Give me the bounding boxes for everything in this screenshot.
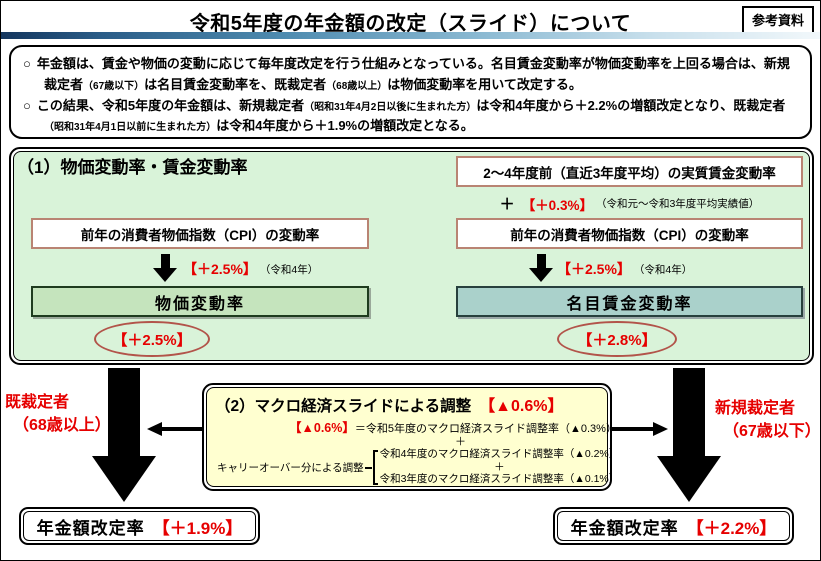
section2-formula-rate: 【▲0.6%】 [289, 421, 355, 435]
bullet1-small1: （67歳以下） [83, 80, 145, 92]
reference-material-badge: 参考資料 [741, 6, 814, 34]
down-arrow-icon [529, 254, 553, 282]
result-right-rate: 【＋2.2%】 [686, 518, 777, 538]
bullet1-small2: （68歳以上） [326, 80, 388, 92]
down-arrow-icon [153, 254, 177, 282]
real-wage-rate: 【＋0.3%】 [521, 197, 593, 213]
carry-plus: ＋ [494, 460, 505, 473]
section2-carryover-row: キャリーオーバー分による調整 令和4年度のマクロ経済スライド調整率（▲0.2%）… [217, 448, 619, 487]
cpi-rate-left-note: （令和4年） [259, 263, 319, 276]
real-wage-note: （令和元～令和3年度平均実績値） [595, 198, 760, 210]
pension-revision-right-box: 年金額改定率 【＋2.2%】 [553, 507, 794, 545]
section2-content: （2）マクロ経済スライドによる調整【▲0.6%】 【▲0.6%】＝令和5年度のマ… [206, 387, 619, 487]
right-arrow-shaft [612, 427, 654, 431]
result-right-label: 年金額改定率 [570, 518, 679, 538]
nominal-wage-rate-box: 名目賃金変動率 [456, 286, 803, 317]
arrow-shaft [536, 254, 546, 268]
existing-pensioner-line2: （68歳以上） [13, 417, 111, 435]
big-down-arrow-right [673, 368, 705, 457]
carry-line1: 令和4年度のマクロ経済スライド調整率（▲0.2%） [379, 448, 620, 461]
section2-title-row: （2）マクロ経済スライドによる調整【▲0.6%】 [215, 392, 601, 416]
section2-plus: ＋ [455, 436, 466, 448]
real-wage-rate-line: ＋ 【＋0.3%】 （令和元～令和3年度平均実績値） [456, 193, 803, 214]
bullet2-small1: （昭和31年4月2日以後に生まれた方） [304, 101, 477, 113]
right-arrow-head [653, 422, 668, 436]
cpi-rate-left: 【＋2.5%】 [183, 261, 257, 277]
cpi-box-left: 前年の消費者物価指数（CPI）の変動率 [31, 218, 369, 249]
price-change-rate-box: 物価変動率 [31, 286, 369, 317]
new-pensioner-line1: 新規裁定者 [715, 400, 796, 417]
bullet2-mid: は令和4年度から＋2.2%の増額改定となり、既裁定者 [476, 97, 786, 113]
big-down-arrow-right-head [657, 456, 721, 502]
arrow-shaft [160, 254, 170, 268]
cpi-rate-left-line: 【＋2.5%】 （令和4年） [183, 259, 318, 279]
pension-revision-right-content: 年金額改定率 【＋2.2%】 [557, 511, 790, 541]
summary-box: ○ 年金額は、賃金や物価の変動に応じて毎年度改定を行う仕組みとなっている。名目賃金… [9, 45, 812, 139]
section1-title: （1）物価変動率・賃金変動率 [17, 158, 248, 177]
cpi-rate-right-line: 【＋2.5%】 （令和4年） [557, 259, 692, 279]
section2-formula-rest: ＝令和5年度のマクロ経済スライド調整率（▲0.3%） [354, 423, 617, 435]
page-title: 令和5年度の年金額の改定（スライド）について [189, 13, 632, 35]
existing-pensioner-label: 既裁定者 （68歳以上） [5, 391, 111, 437]
pension-revision-left-box: 年金額改定率 【＋1.9%】 [19, 507, 260, 545]
bullet2-post: は令和4年度から＋1.9%の増額改定となる。 [216, 118, 474, 134]
result-left-rate: 【＋1.9%】 [152, 518, 243, 538]
carry-line2: 令和3年度のマクロ経済スライド調整率（▲0.1%） [379, 473, 620, 486]
section2-title-rate: 【▲0.6%】 [479, 398, 564, 415]
cpi-box-right: 前年の消費者物価指数（CPI）の変動率 [456, 218, 803, 249]
arrow-head [153, 268, 177, 282]
bracket-icon [372, 450, 378, 485]
bullet2-text: この結果、令和5年度の年金額は、新規裁定者 [36, 97, 305, 113]
carryover-label: キャリーオーバー分による調整 [217, 462, 364, 474]
bullet1-post: は物価変動率を用いて改定する。 [387, 76, 582, 92]
carryover-lines: 令和4年度のマクロ経済スライド調整率（▲0.2%） ＋ 令和3年度のマクロ経済ス… [380, 448, 620, 487]
left-arrow-shaft [160, 427, 202, 431]
price-result-oval: 【＋2.5%】 [94, 321, 210, 357]
section2-title: （2）マクロ経済スライドによる調整 [215, 398, 472, 415]
section2-frame: （2）マクロ経済スライドによる調整【▲0.6%】 【▲0.6%】＝令和5年度のマ… [202, 383, 619, 491]
big-down-arrow-left [108, 368, 140, 457]
left-arrow-head [147, 422, 162, 436]
arrow-head [529, 268, 553, 282]
big-down-arrow-left-head [92, 456, 156, 502]
wage-result-oval: 【＋2.8%】 [557, 321, 677, 357]
bullet1-text: 年金額は、賃金や物価の変動に応じて毎年度改定を行う仕組みとなっている。名目賃金変… [36, 56, 790, 92]
pension-revision-left-content: 年金額改定率 【＋1.9%】 [23, 511, 256, 541]
bullet-marker: ○ [23, 56, 31, 71]
summary-bullet-1: ○ 年金額は、賃金や物価の変動に応じて毎年度改定を行う仕組みとなっている。名目賃金… [23, 54, 800, 96]
real-wage-box: 2～4年度前（直近3年度平均）の実質賃金変動率 [456, 156, 803, 187]
summary-bullet-2: ○ この結果、令和5年度の年金額は、新規裁定者（昭和31年4月2日以後に生まれた方… [23, 96, 800, 138]
section2-formula: 【▲0.6%】＝令和5年度のマクロ経済スライド調整率（▲0.3%） [289, 417, 617, 436]
carryover-connector [364, 466, 372, 469]
bullet-marker: ○ [23, 97, 31, 113]
new-pensioner-line2: （67歳以下） [723, 423, 821, 441]
existing-pensioner-line1: 既裁定者 [5, 394, 70, 411]
bullet1-mid: は名目賃金変動率を、既裁定者 [144, 76, 327, 92]
cpi-rate-right-note: （令和4年） [633, 263, 693, 276]
plus-sign: ＋ [499, 196, 515, 213]
result-left-label: 年金額改定率 [36, 518, 145, 538]
bullet2-small2: （昭和31年4月1日以前に生まれた方） [44, 122, 217, 134]
cpi-rate-right: 【＋2.5%】 [557, 261, 631, 277]
new-pensioner-label: 新規裁定者 （67歳以下） [715, 397, 821, 443]
header-gradient-bar [1, 32, 820, 39]
